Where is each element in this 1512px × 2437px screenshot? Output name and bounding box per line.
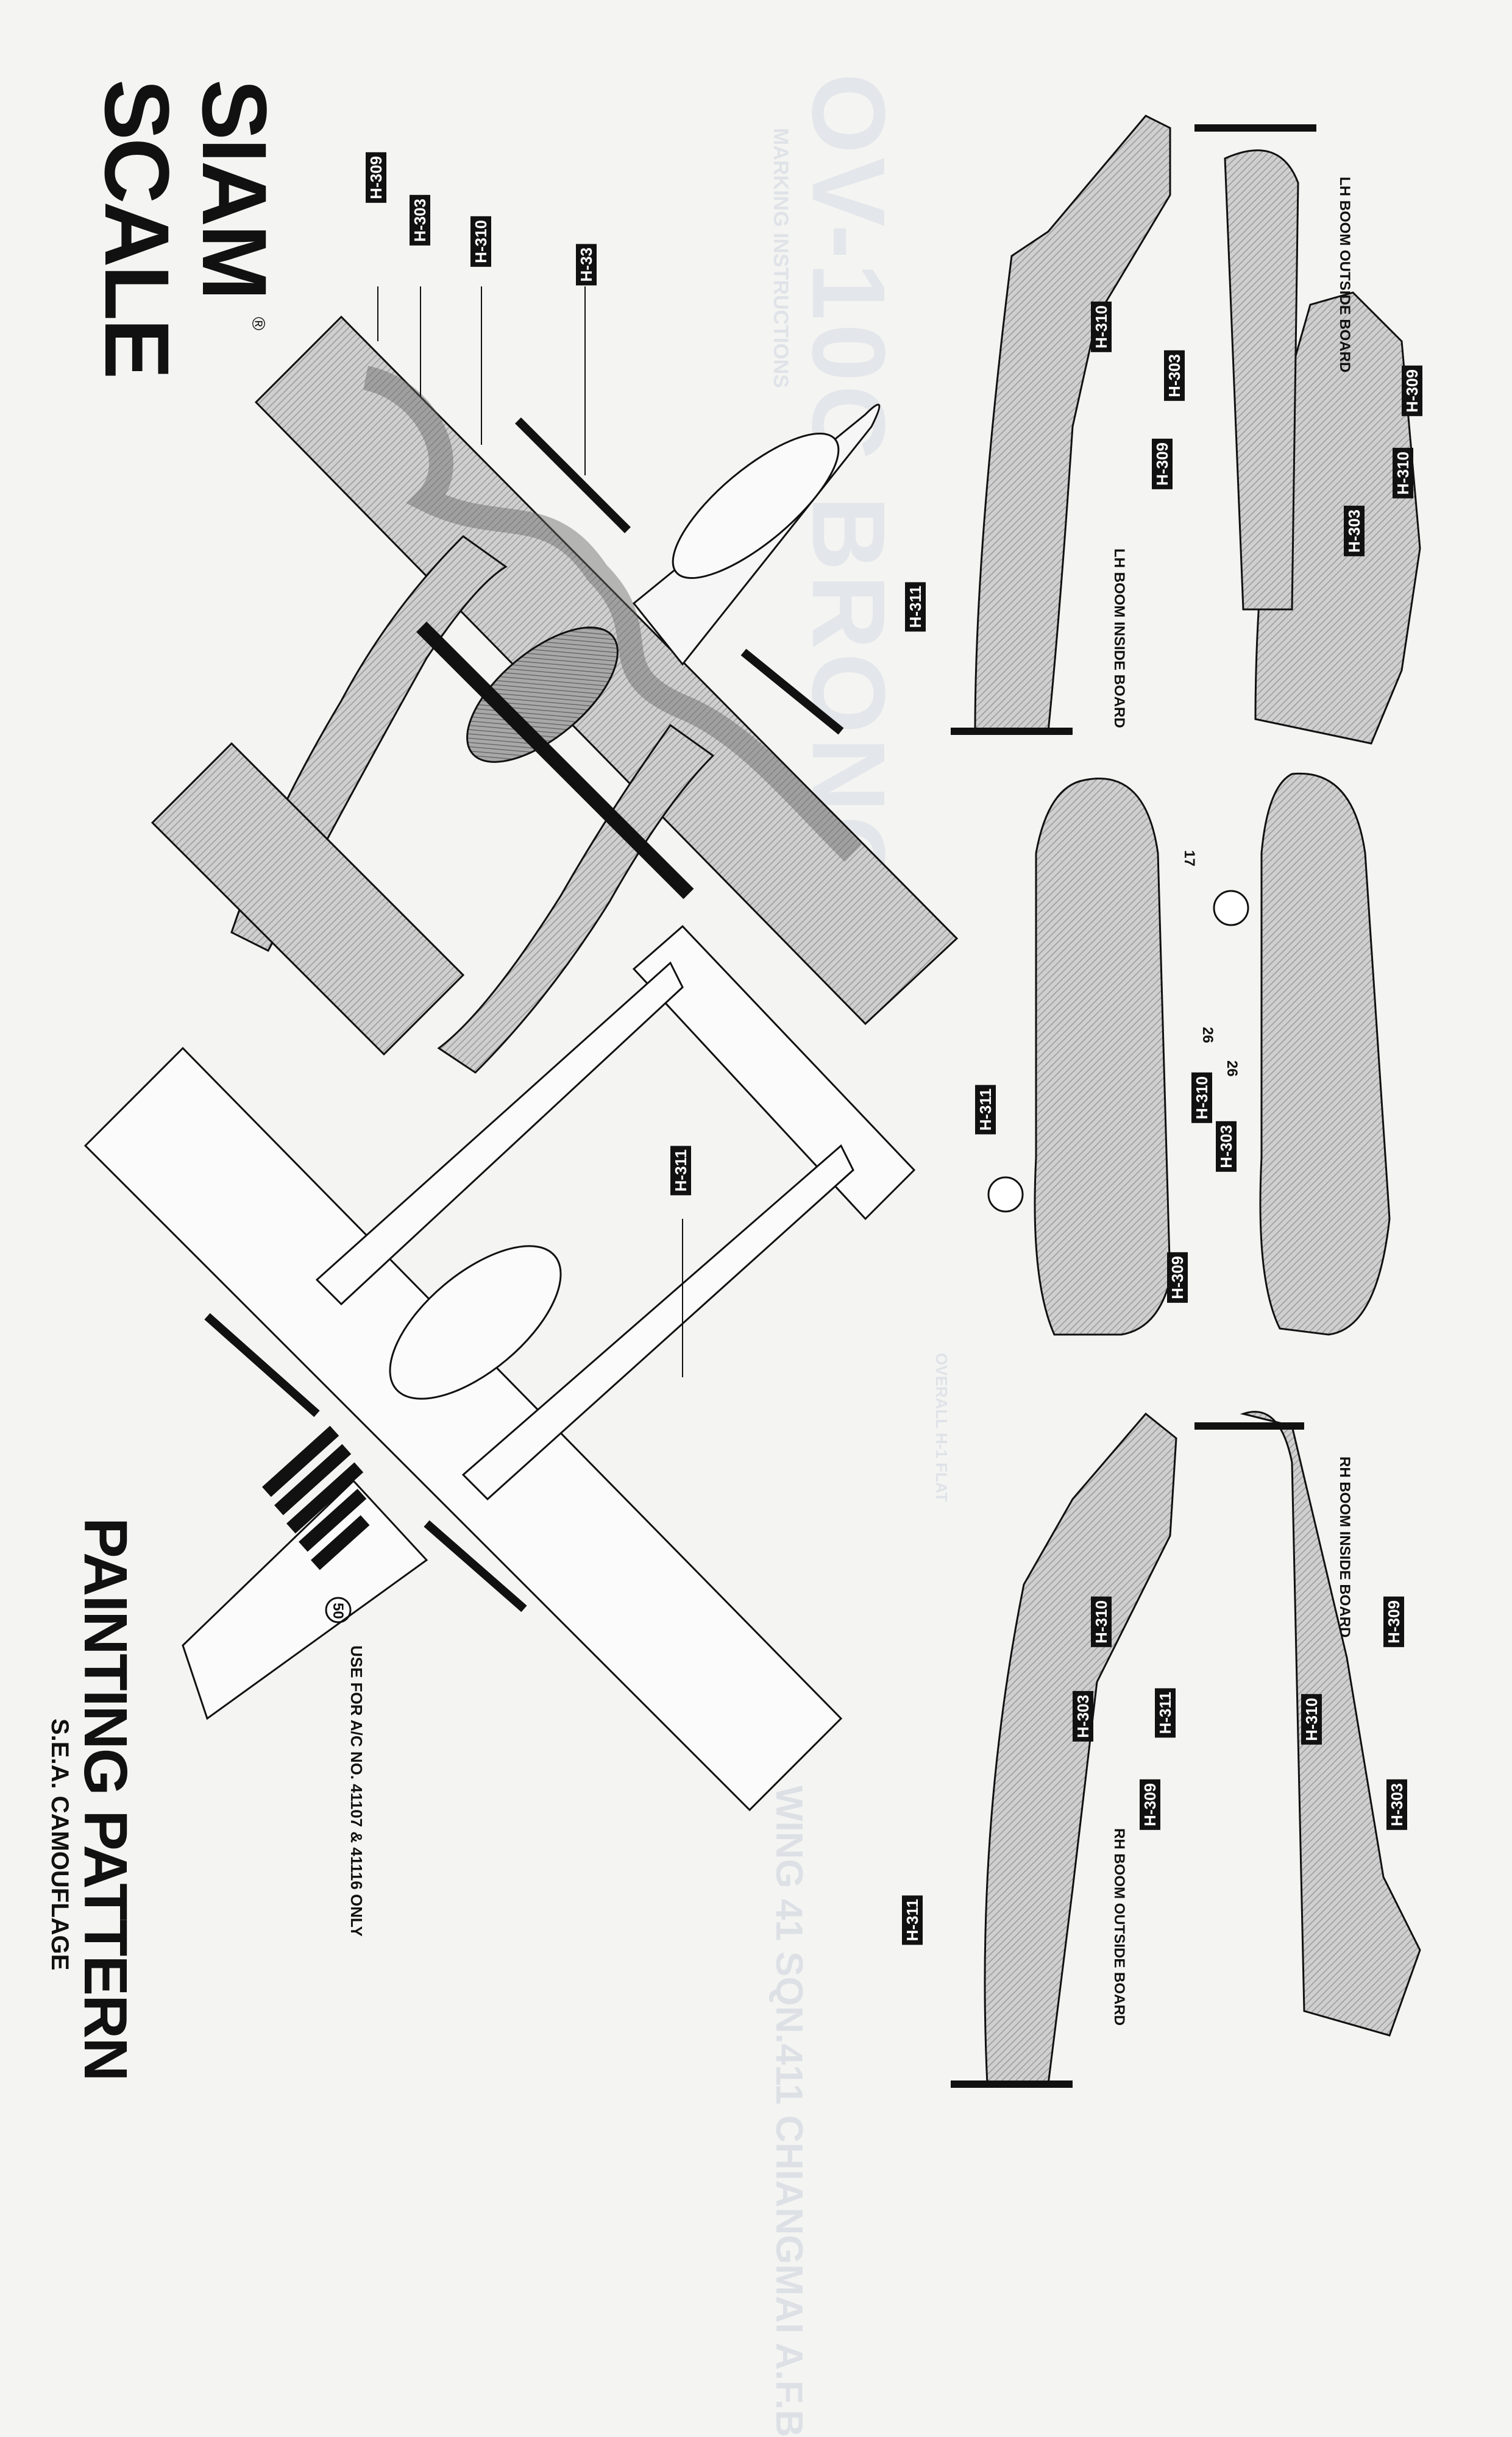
callout-rho-h310: H-310 [1091, 1597, 1112, 1647]
rh-boom-outside-drawing [951, 1412, 1177, 2088]
note-circle [325, 1597, 352, 1623]
callout-rhi-h303: H-303 [1386, 1779, 1407, 1830]
bottom-boom-left [315, 961, 684, 1306]
bottom-fuselage [182, 1479, 428, 1720]
callout-top-h33: H-33 [576, 244, 597, 286]
top-prop-left [515, 417, 631, 533]
view-label-lh-outside: LH BOOM OUTSIDE BOARD [1336, 177, 1353, 373]
lh-boom-inside-drawing [951, 115, 1171, 735]
callout-rhi-h311: H-311 [1155, 1688, 1176, 1738]
bottom-black-panels [262, 1425, 370, 1570]
callout-lhi-h311: H-311 [905, 582, 926, 632]
callout-rho-h309: H-309 [1140, 1779, 1160, 1830]
painting-diagram [83, 115, 1421, 2088]
lh-boom-outside-drawing [1194, 124, 1421, 745]
fuselage-right-drawing [1213, 772, 1391, 1336]
bottom-view-aircraft [83, 924, 916, 1812]
callout-fus-h310: H-310 [1191, 1073, 1212, 1123]
callout-lhi-h310: H-310 [1091, 302, 1112, 352]
callout-fus-h303: H-303 [1216, 1121, 1237, 1172]
callout-fus-26b: 26 [1224, 1060, 1240, 1077]
bottom-nacelle-pod [389, 1245, 562, 1400]
fuselage-left-drawing [987, 778, 1171, 1336]
callout-fus-h311: H-311 [975, 1085, 996, 1135]
bottom-prop-right [424, 1520, 527, 1612]
bottom-boom-right [461, 1144, 854, 1501]
top-nacelle-pod [466, 626, 619, 763]
callout-fus-h309: H-309 [1167, 1252, 1188, 1303]
top-canopy [672, 432, 840, 580]
top-view-aircraft [151, 315, 959, 1074]
callout-top-h303: H-303 [410, 195, 430, 246]
top-tailplane [151, 742, 465, 1056]
callout-lho-h310: H-310 [1393, 448, 1413, 498]
view-label-rh-inside: RH BOOM INSIDE BOARD [1336, 1456, 1353, 1638]
leader-lines [377, 286, 683, 1377]
rh-boom-inside-drawing [1194, 1411, 1421, 2037]
callout-lhi-h303: H-303 [1164, 350, 1185, 401]
callout-lho-h309: H-309 [1402, 366, 1422, 416]
callout-fus-17: 17 [1181, 850, 1198, 867]
top-prop-right [740, 648, 844, 735]
callout-top-h310: H-310 [470, 216, 491, 267]
bottom-prop-left [204, 1313, 320, 1417]
callout-rho-h311: H-311 [902, 1895, 923, 1945]
bottom-tailplane [632, 924, 916, 1221]
view-label-lh-inside: LH BOOM INSIDE BOARD [1111, 548, 1127, 728]
callout-rho-h303: H-303 [1073, 1691, 1093, 1742]
callout-lhi-h309: H-309 [1152, 439, 1173, 489]
top-black-band [416, 622, 694, 899]
top-camo-patch [363, 366, 862, 862]
bottom-wing [83, 1046, 843, 1812]
note-number: 50 [330, 1603, 346, 1619]
callout-top-h309: H-309 [366, 152, 386, 203]
view-label-rh-outside: RH BOOM OUTSIDE BOARD [1111, 1828, 1127, 2026]
callout-bottom-h311: H-311 [670, 1146, 691, 1196]
callout-fus-26a: 26 [1199, 1027, 1216, 1043]
callout-rhi-h310: H-310 [1301, 1694, 1322, 1745]
callout-lho-h303: H-303 [1344, 506, 1365, 556]
callout-rhi-h309: H-309 [1383, 1597, 1404, 1647]
